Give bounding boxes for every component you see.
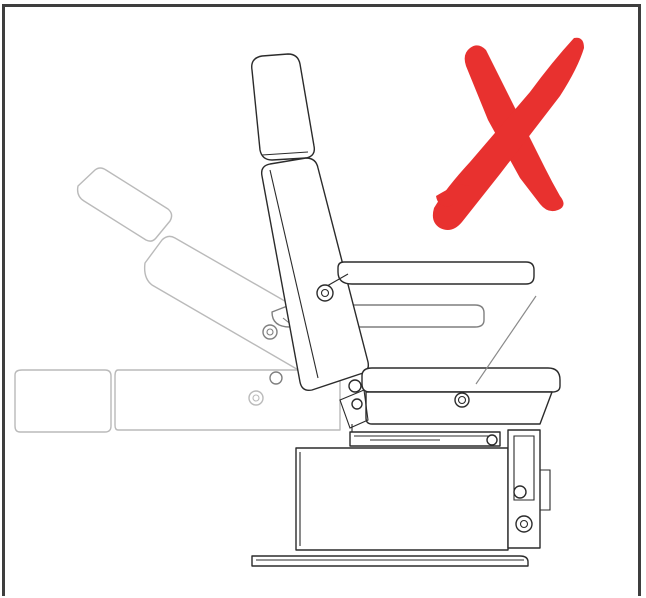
upright-chair bbox=[251, 53, 561, 567]
red-x-icon bbox=[432, 37, 584, 230]
reclined-chair-ghost bbox=[14, 167, 341, 433]
